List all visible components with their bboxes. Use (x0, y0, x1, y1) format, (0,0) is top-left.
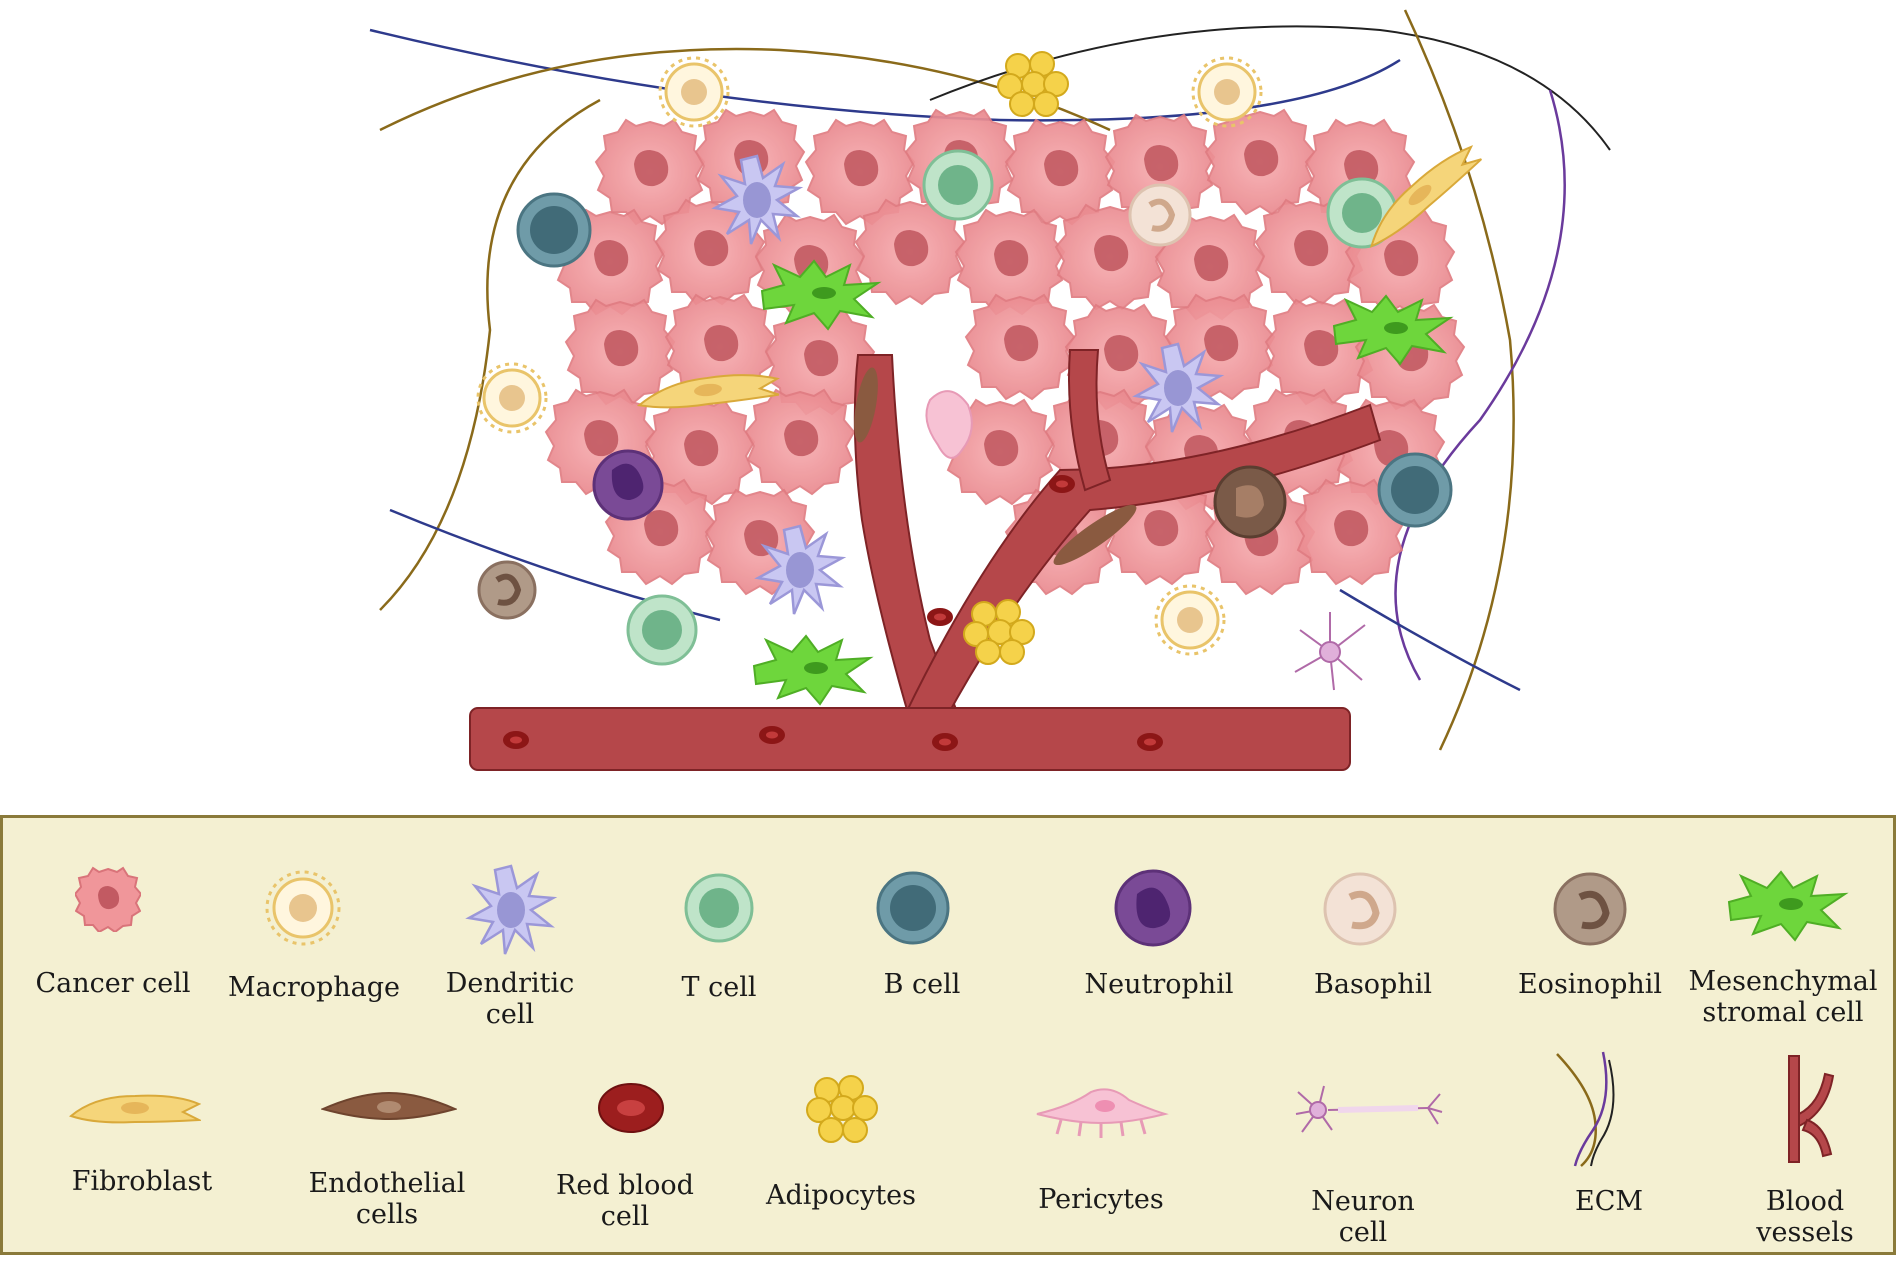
legend-label-dendritic-cell: Dendritic cell (445, 968, 575, 1030)
legend-label-eosinophil: Eosinophil (1517, 969, 1663, 1000)
legend-label-neuron-cell: Neuron cell (1311, 1186, 1415, 1248)
eosinophil-icon (1553, 872, 1627, 946)
fibroblast-icon (69, 1094, 201, 1124)
legend-label-ecm: ECM (1574, 1186, 1644, 1217)
legend-label-fibroblast: Fibroblast (71, 1166, 213, 1197)
basophil-icon (1323, 872, 1397, 946)
cancer-cell-icon (75, 866, 141, 932)
blood-vessel-network (469, 349, 1382, 771)
neuron-cell-icon (1295, 1085, 1443, 1133)
ecm-icon (1556, 1051, 1615, 1167)
legend-label-adipocytes: Adipocytes (765, 1180, 917, 1211)
pericyte-icon (1036, 1088, 1169, 1138)
t-cell-icon (684, 873, 754, 943)
b-cell-icon (876, 871, 950, 945)
mesenchymal-stromal-cell-icon (1727, 870, 1849, 942)
endothelial-cell-icon (321, 1091, 457, 1121)
legend-label-macrophage: Macrophage (227, 972, 401, 1003)
blood-vessel-icon (1788, 1055, 1835, 1163)
legend-label-pericytes: Pericytes (1038, 1184, 1164, 1215)
legend-label-b-cell: B cell (883, 969, 961, 1000)
tumor-mass (545, 109, 1465, 595)
legend-label-red-blood-cell: Red blood cell (556, 1170, 694, 1232)
neutrophil-icon (1114, 869, 1192, 947)
tumor-microenvironment-illustration (369, 9, 1611, 771)
red-blood-cell-icon (598, 1083, 664, 1133)
dendritic-cell-icon (465, 864, 558, 955)
legend-label-mesenchymal-stromal-cell: Mesenchymal stromal cell (1688, 966, 1878, 1028)
legend-label-endothelial-cells: Endothelial cells (308, 1168, 466, 1230)
legend-label-t-cell: T cell (681, 972, 757, 1003)
legend-label-basophil: Basophil (1314, 969, 1432, 1000)
legend-label-neutrophil: Neutrophil (1084, 969, 1234, 1000)
macrophage-icon (265, 870, 341, 946)
legend-label-blood-vessels: Blood vessels (1756, 1186, 1854, 1248)
legend-panel: Cancer cell Macrophage Dendritic cell T … (0, 815, 1896, 1255)
adipocytes-icon (806, 1075, 878, 1143)
legend-label-cancer-cell: Cancer cell (35, 968, 191, 999)
